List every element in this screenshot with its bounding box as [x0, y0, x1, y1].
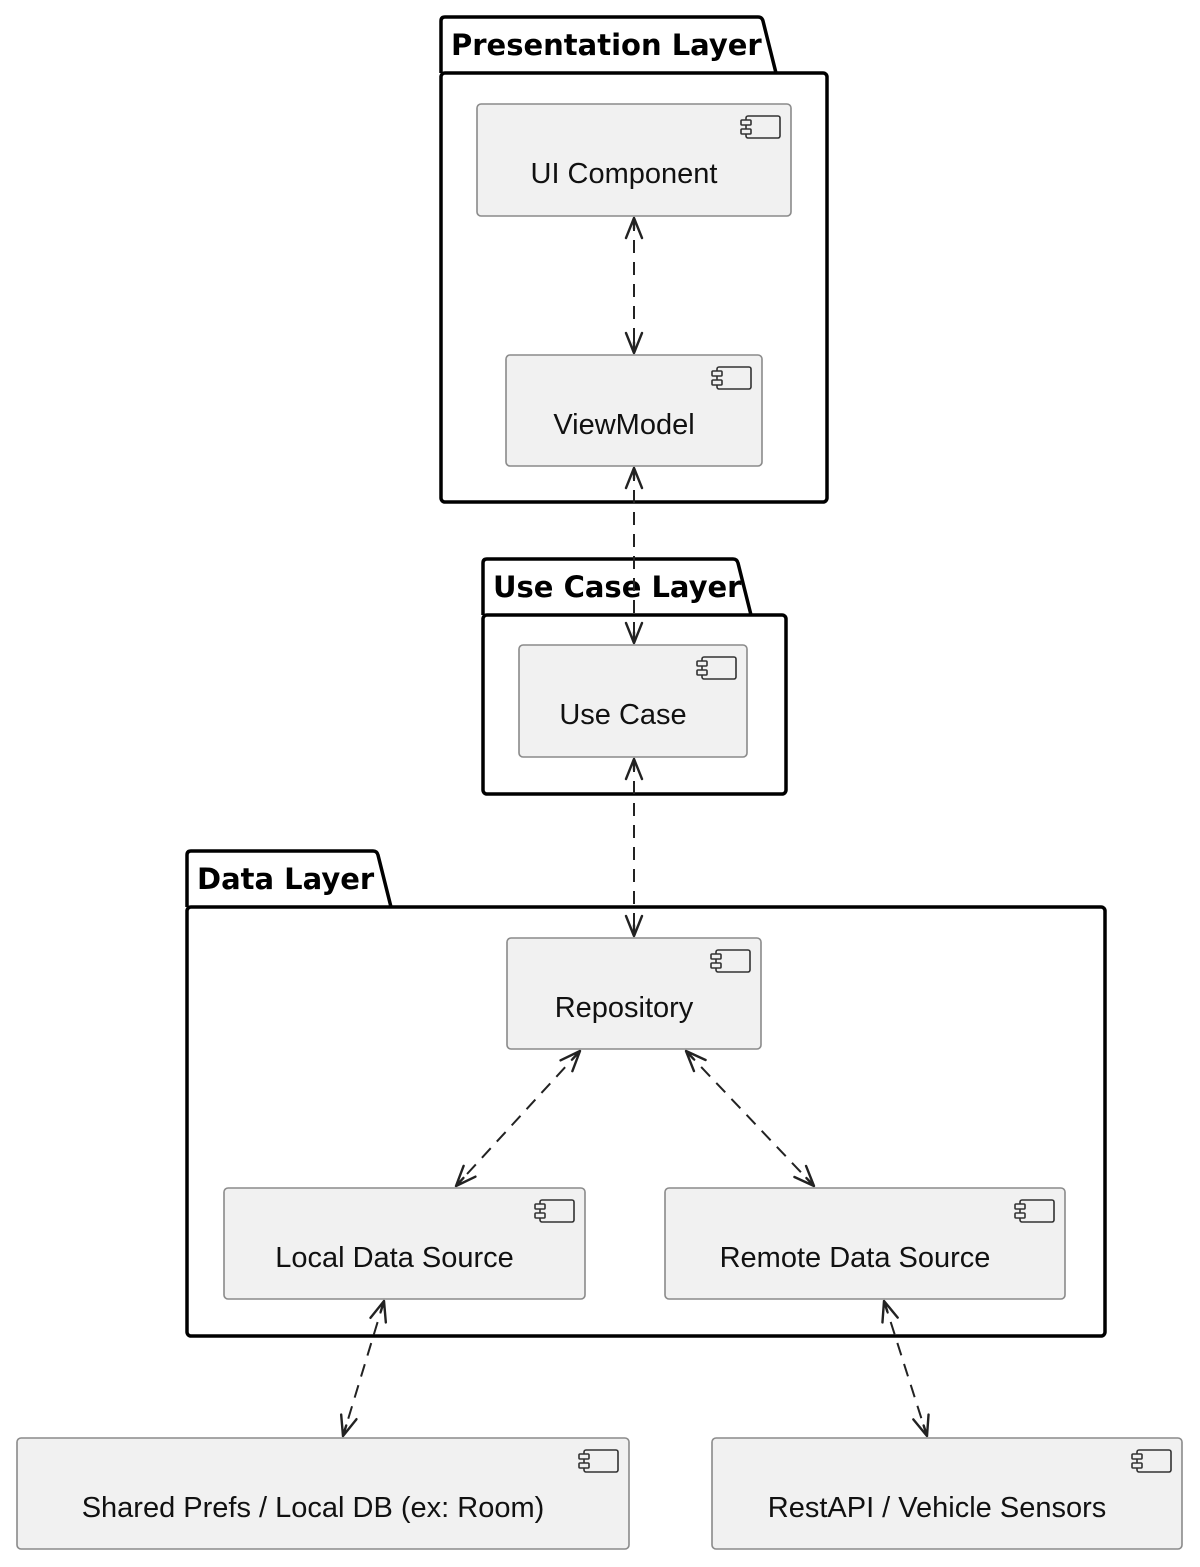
arrow-head-icon	[793, 1164, 816, 1188]
component-label: ViewModel	[553, 409, 694, 441]
component-box	[505, 354, 763, 467]
edge-repository-remote	[684, 1049, 816, 1188]
arrow-head-icon	[624, 216, 644, 240]
component-viewmodel[interactable]: ViewModel	[505, 354, 763, 467]
arrow-head-icon	[624, 621, 644, 645]
component-icon	[740, 115, 781, 139]
component-icon	[696, 656, 737, 680]
component-label: RestAPI / Vehicle Sensors	[768, 1492, 1107, 1524]
package-tab	[185, 849, 393, 908]
package-title: Presentation Layer	[451, 28, 762, 62]
component-prefs[interactable]: Shared Prefs / Local DB (ex: Room)	[16, 1437, 630, 1550]
component-icon	[711, 366, 752, 390]
package-title: Use Case Layer	[493, 570, 742, 604]
component-usecase[interactable]: Use Case	[518, 644, 748, 758]
edge-viewmodel-usecase	[624, 466, 644, 645]
component-box	[518, 644, 748, 758]
edge-local-prefs	[339, 1299, 388, 1438]
component-rest[interactable]: RestAPI / Vehicle Sensors	[711, 1437, 1183, 1550]
edge-line	[455, 1050, 581, 1187]
edges	[339, 216, 930, 1438]
component-icon	[534, 1199, 575, 1223]
arrow-head-icon	[881, 1299, 899, 1324]
edge-line	[685, 1050, 815, 1187]
arrow-head-icon	[624, 757, 644, 781]
package-tab	[439, 15, 778, 74]
component-label: Repository	[555, 992, 694, 1024]
component-box	[16, 1437, 630, 1550]
component-icon	[578, 1449, 619, 1473]
edge-line	[342, 1300, 385, 1437]
package-tab	[481, 557, 753, 616]
component-label: Shared Prefs / Local DB (ex: Room)	[82, 1492, 545, 1524]
component-icon	[710, 949, 751, 973]
arrow-head-icon	[339, 1413, 358, 1438]
arrow-head-icon	[369, 1299, 388, 1324]
arrow-head-icon	[624, 331, 644, 355]
component-label: Use Case	[559, 699, 686, 731]
arrow-head-icon	[454, 1164, 477, 1188]
component-box	[506, 937, 762, 1050]
edge-ui-viewmodel	[624, 216, 644, 355]
component-local[interactable]: Local Data Source	[223, 1187, 586, 1300]
component-icon	[1014, 1199, 1055, 1223]
edge-line	[883, 1300, 928, 1437]
component-label: Remote Data Source	[720, 1242, 991, 1274]
component-remote[interactable]: Remote Data Source	[664, 1187, 1066, 1300]
component-ui[interactable]: UI Component	[476, 103, 792, 217]
component-box	[664, 1187, 1066, 1300]
arrow-head-icon	[684, 1049, 707, 1073]
component-box	[476, 103, 792, 217]
edge-repository-local	[454, 1049, 582, 1188]
arrow-head-icon	[912, 1413, 930, 1438]
arrow-head-icon	[559, 1049, 582, 1073]
edge-usecase-repository	[624, 757, 644, 938]
package-title: Data Layer	[197, 862, 375, 896]
component-label: UI Component	[531, 158, 718, 190]
component-box	[223, 1187, 586, 1300]
arrow-head-icon	[624, 914, 644, 938]
edge-remote-rest	[881, 1299, 930, 1438]
component-icon	[1131, 1449, 1172, 1473]
arrow-head-icon	[624, 466, 644, 490]
component-repository[interactable]: Repository	[506, 937, 762, 1050]
component-box	[711, 1437, 1183, 1550]
component-label: Local Data Source	[275, 1242, 514, 1274]
